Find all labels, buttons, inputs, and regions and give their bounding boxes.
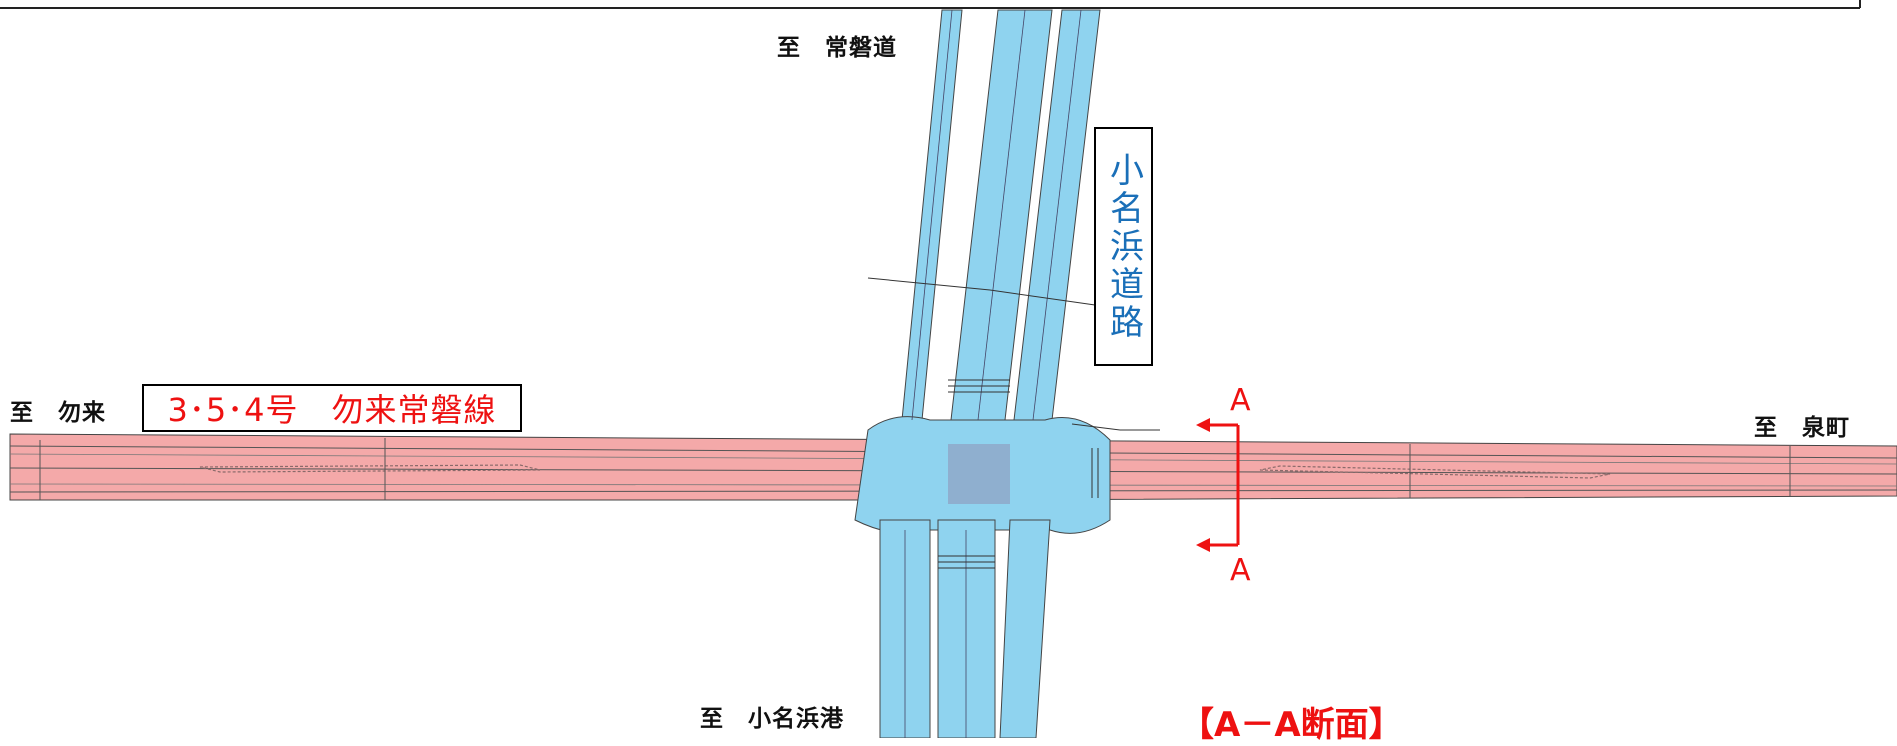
section-title: 【A－A断面】	[1180, 705, 1403, 745]
route-label-box: 3･5･4号 勿来常磐線	[142, 384, 522, 432]
cross-road-label: 小名浜道路	[1103, 151, 1144, 342]
section-marker-top-letter: A	[1230, 383, 1251, 418]
direction-label-east: 至 泉町	[1754, 415, 1850, 441]
north-south-road	[854, 9, 1111, 738]
direction-label-north: 至 常磐道	[777, 35, 897, 61]
section-marker-bottom-letter: A	[1230, 553, 1251, 588]
intersection-overlap	[948, 444, 1010, 504]
cross-road-label-box: 小名浜道路	[1094, 127, 1153, 366]
route-label: 3･5･4号 勿来常磐線	[167, 391, 497, 429]
direction-label-west: 至 勿来	[10, 400, 106, 426]
section-marker	[1196, 418, 1240, 552]
direction-label-south: 至 小名浜港	[700, 706, 844, 732]
